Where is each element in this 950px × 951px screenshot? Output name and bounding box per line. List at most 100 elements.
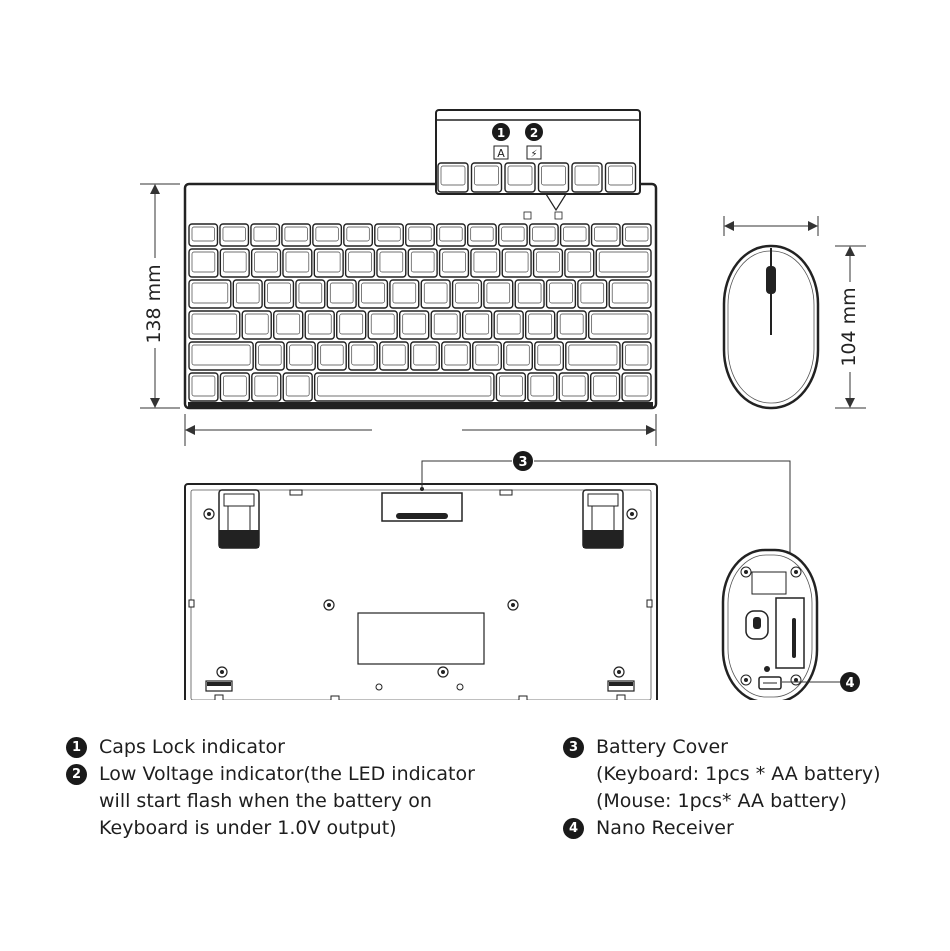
low-voltage-symbol: ⚡ <box>530 149 537 160</box>
keycap <box>494 311 523 339</box>
keyboard-height-label: 138 mm <box>143 264 165 343</box>
keycap <box>528 373 557 401</box>
keycap <box>515 280 544 308</box>
legend-text: Caps Lock indicator <box>99 734 285 761</box>
legend-number-2: 2 <box>66 764 87 785</box>
keycap <box>349 342 378 370</box>
legend-left-column: 1 Caps Lock indicator 2 Low Voltage indi… <box>66 734 475 842</box>
keycap <box>609 280 651 308</box>
legend-text: Nano Receiver <box>596 815 734 842</box>
keycap <box>287 342 316 370</box>
keycap <box>535 342 564 370</box>
keycap <box>377 249 406 277</box>
legend-item-battery-cover: 3 Battery Cover (Keyboard: 1pcs * AA bat… <box>563 734 881 815</box>
keycap <box>496 373 525 401</box>
legend-number-3: 3 <box>563 737 584 758</box>
keycap <box>437 224 465 246</box>
inset-keycap <box>505 163 535 192</box>
keycap <box>440 249 469 277</box>
keycap <box>368 311 397 339</box>
keycap <box>251 224 279 246</box>
mouse-battery-cover <box>776 598 804 668</box>
keycap <box>411 342 440 370</box>
keycap <box>557 311 586 339</box>
keycap <box>463 311 492 339</box>
keycap <box>314 249 343 277</box>
keycap <box>547 280 576 308</box>
caps-lock-symbol: A <box>497 147 505 160</box>
legend-item-caps-lock: 1 Caps Lock indicator <box>66 734 475 761</box>
keycap <box>390 280 419 308</box>
keycap <box>504 342 533 370</box>
legend-text: (Mouse: 1pcs* AA battery) <box>596 788 881 815</box>
keycap <box>346 249 375 277</box>
keycap <box>189 280 231 308</box>
keycap <box>256 342 285 370</box>
scroll-wheel <box>766 266 776 294</box>
keycap <box>623 224 651 246</box>
inset-keycap <box>572 163 602 192</box>
keycap <box>453 280 482 308</box>
keycap <box>589 311 651 339</box>
keycap <box>499 224 527 246</box>
keycap <box>318 342 347 370</box>
keycap <box>189 342 253 370</box>
legend-item-nano-receiver: 4 Nano Receiver <box>563 815 881 842</box>
keycap <box>282 224 310 246</box>
product-diagram: 138 mm 1 2 A ⚡ <box>0 0 950 700</box>
mouse-top-view <box>724 246 818 408</box>
inset-keycap <box>606 163 636 192</box>
keycap <box>622 373 651 401</box>
keycap <box>359 280 388 308</box>
keycap <box>473 342 502 370</box>
keycap <box>592 224 620 246</box>
keycap <box>502 249 531 277</box>
legend-right-column: 3 Battery Cover (Keyboard: 1pcs * AA bat… <box>563 734 881 842</box>
callout-4-number: 4 <box>845 676 854 691</box>
keycap <box>561 224 589 246</box>
keycap <box>252 373 281 401</box>
keycap <box>242 311 271 339</box>
inset-keycap <box>539 163 569 192</box>
keycap <box>484 280 513 308</box>
keycap <box>296 280 325 308</box>
keycap <box>468 224 496 246</box>
keycap <box>305 311 334 339</box>
legend-number-1: 1 <box>66 737 87 758</box>
keycap <box>400 311 429 339</box>
keycap <box>431 311 460 339</box>
keycap <box>189 249 218 277</box>
keycap <box>265 280 294 308</box>
keyboard-height-dimension: 138 mm <box>140 184 180 408</box>
mouse-bottom-view <box>723 550 817 700</box>
keycap <box>375 224 403 246</box>
keycap <box>622 342 651 370</box>
callout-3-number: 3 <box>518 455 527 470</box>
keycap <box>406 224 434 246</box>
keycap <box>591 373 620 401</box>
keycap <box>283 373 312 401</box>
keycap <box>327 280 356 308</box>
keycap <box>189 224 217 246</box>
keycap <box>442 342 471 370</box>
keycap <box>220 249 249 277</box>
keycap <box>471 249 500 277</box>
label-area <box>358 613 484 664</box>
legend-item-low-voltage: 2 Low Voltage indicator(the LED indicato… <box>66 761 475 842</box>
legend-text: Keyboard is under 1.0V output) <box>99 815 475 842</box>
keycap <box>534 249 563 277</box>
keycap <box>530 224 558 246</box>
callout-2-number: 2 <box>530 126 538 140</box>
inset-keycap <box>472 163 502 192</box>
legend-text: Low Voltage indicator(the LED indicator <box>99 761 475 788</box>
keycap <box>252 249 281 277</box>
legend-text: (Keyboard: 1pcs * AA battery) <box>596 761 881 788</box>
keycap <box>408 249 437 277</box>
keycap <box>315 373 494 401</box>
keycap <box>380 342 409 370</box>
keycap <box>565 249 594 277</box>
legend-text: Battery Cover <box>596 734 881 761</box>
mouse-height-label: 104 mm <box>838 287 860 366</box>
legend-number-4: 4 <box>563 818 584 839</box>
inset-keycap <box>438 163 468 192</box>
